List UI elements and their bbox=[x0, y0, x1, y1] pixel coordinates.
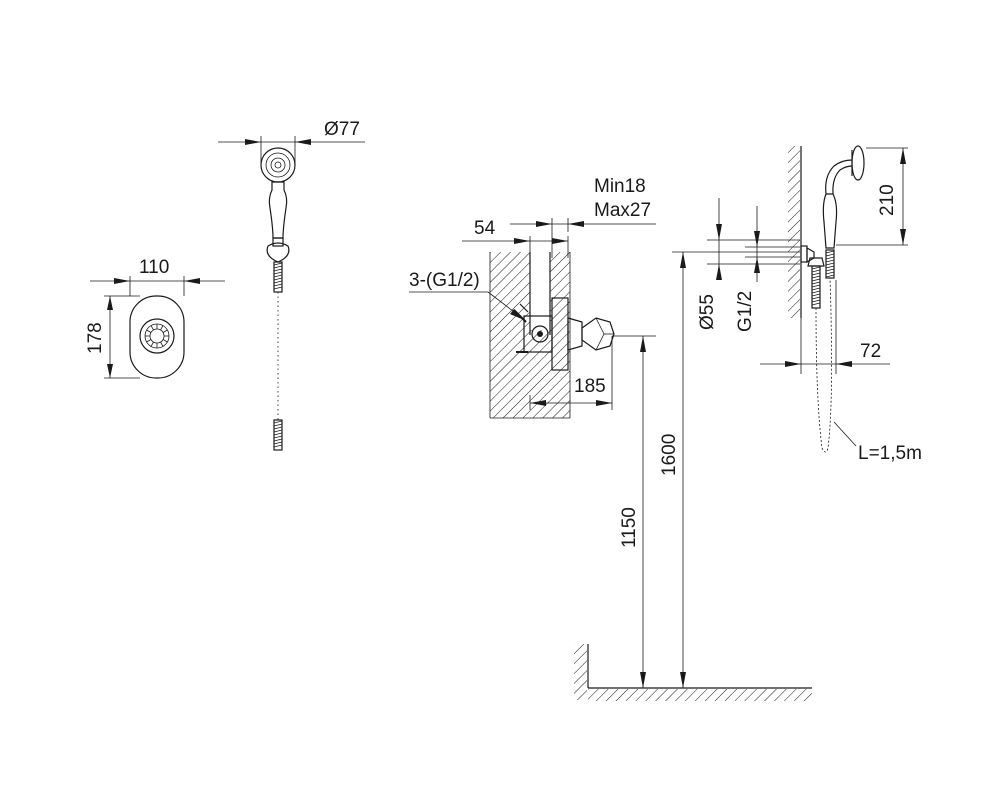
wall-section-left bbox=[490, 252, 530, 418]
dim-label-1600: 1600 bbox=[659, 434, 680, 476]
label-3g12: 3-(G1/2) bbox=[409, 270, 480, 291]
dim-label-110: 110 bbox=[139, 257, 169, 278]
height-dimensions: 1150 1600 bbox=[619, 251, 800, 688]
dim-label-54: 54 bbox=[474, 218, 496, 239]
dim-label-210: 210 bbox=[877, 184, 898, 216]
dim-label-178: 178 bbox=[85, 322, 106, 354]
side-shower-head bbox=[851, 145, 865, 181]
wall-holder bbox=[266, 242, 290, 263]
cover-plate bbox=[129, 295, 185, 379]
dim-label-min18: Min18 bbox=[594, 176, 646, 197]
section-view-mixer: 3-(G1/2) 54 Min18 Max27 185 bbox=[409, 176, 656, 419]
dim-label-g12: G1/2 bbox=[735, 291, 756, 332]
label-hose-length: L=1,5m bbox=[858, 443, 922, 464]
mixer-knob-icon bbox=[139, 318, 175, 354]
dim-label-max27: Max27 bbox=[594, 200, 651, 221]
side-view-shower: 210 Ø55 G1/2 72 L=1,5m bbox=[697, 145, 922, 464]
dim-label-1150: 1150 bbox=[619, 507, 640, 548]
dim-label-185: 185 bbox=[574, 376, 606, 397]
wall-outlet bbox=[800, 245, 808, 263]
dim-label-55: Ø55 bbox=[697, 294, 718, 330]
dim-label-77: Ø77 bbox=[324, 119, 360, 140]
shower-handle bbox=[268, 181, 288, 239]
dim-label-72: 72 bbox=[860, 341, 881, 362]
front-view-hand-shower: Ø77 bbox=[218, 119, 365, 451]
floor-line bbox=[574, 644, 812, 701]
front-view-plate: 110 178 bbox=[85, 257, 225, 379]
side-handle bbox=[822, 193, 838, 249]
wall-section-right bbox=[550, 252, 570, 418]
side-hose bbox=[815, 277, 832, 453]
